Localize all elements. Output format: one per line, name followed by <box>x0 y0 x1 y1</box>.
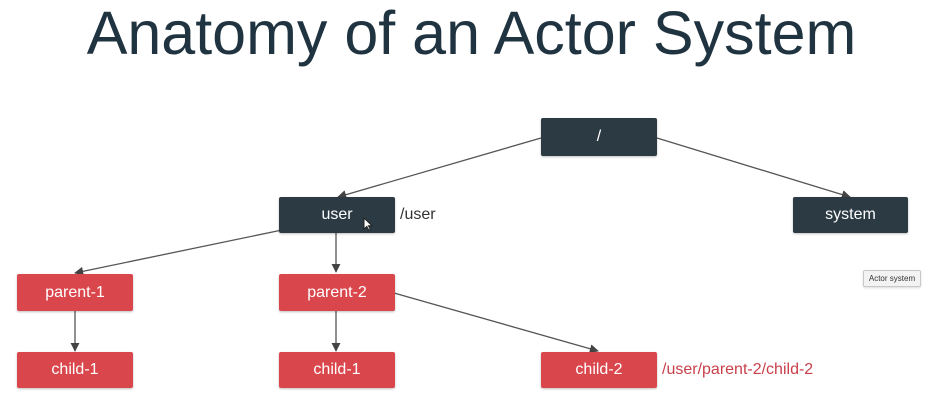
mouse-pointer-icon <box>363 217 373 231</box>
node-parent-2-child-2: child-2 <box>541 352 657 388</box>
node-user: user <box>279 197 395 233</box>
edge-root-system <box>656 137 851 199</box>
actor-system-tooltip: Actor system <box>863 270 921 287</box>
node-system: system <box>793 197 908 233</box>
node-parent-1-child-1: child-1 <box>17 352 133 388</box>
node-parent-2-child-1-label: child-1 <box>313 361 361 378</box>
edge-root-user <box>337 137 542 200</box>
path-label-child-2: /user/parent-2/child-2 <box>662 361 814 378</box>
node-user-label: user <box>321 206 353 223</box>
node-parent-1-label: parent-1 <box>45 283 105 301</box>
node-parent-1-child-1-label: child-1 <box>51 361 99 378</box>
node-root: / <box>541 118 657 156</box>
node-parent-1: parent-1 <box>17 274 133 311</box>
node-parent-2: parent-2 <box>279 274 395 311</box>
node-parent-2-child-1: child-1 <box>279 352 395 388</box>
slide-title: Anatomy of an Actor System <box>86 0 857 67</box>
edge-parent2-child2 <box>393 292 599 354</box>
path-label-user: /user <box>400 206 436 223</box>
edge-user-parent1 <box>74 229 283 276</box>
node-parent-2-label: parent-2 <box>307 283 367 301</box>
node-system-label: system <box>825 206 876 223</box>
node-root-label: / <box>596 128 602 145</box>
node-parent-2-child-2-label: child-2 <box>575 361 623 378</box>
